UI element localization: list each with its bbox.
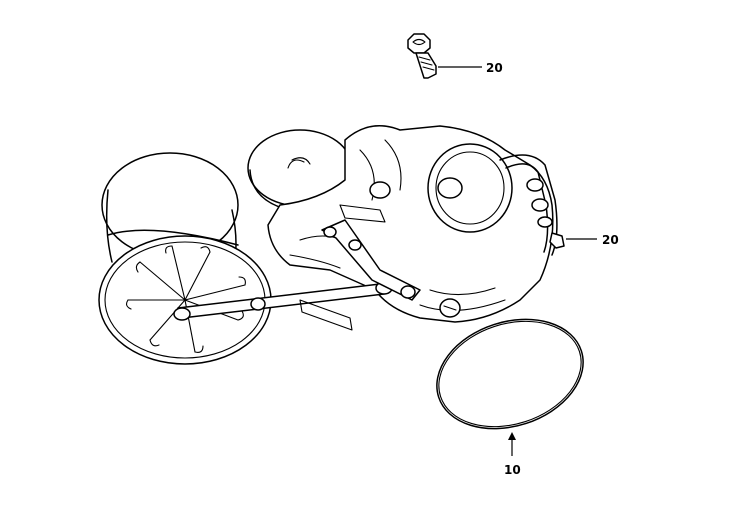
callout-gasket: 10: [504, 432, 521, 477]
carburetor-body: [267, 125, 565, 323]
throttle-linkage: [173, 204, 421, 331]
screw-top-drawing: [407, 33, 437, 79]
callout-label-screw-side: 20: [602, 233, 619, 247]
callout-label-gasket: 10: [504, 463, 521, 477]
gasket-drawing: [436, 318, 584, 430]
air-intake-drum: [98, 152, 272, 365]
carburetor-assembly: [98, 125, 565, 365]
callout-screw-side: 20: [566, 233, 619, 247]
callout-label-screw-top: 20: [486, 61, 503, 75]
callout-screw-top: 20: [438, 61, 503, 75]
